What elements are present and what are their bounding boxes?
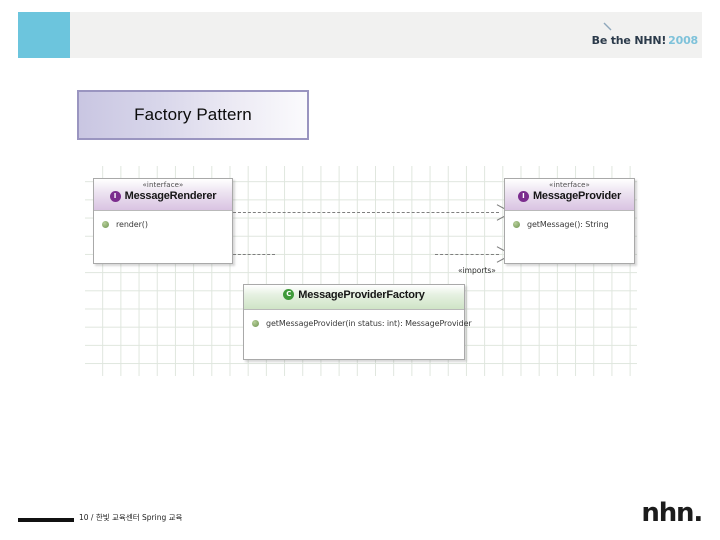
public-member-icon bbox=[252, 319, 259, 327]
connector-factory-stub bbox=[233, 254, 275, 255]
logo-main-text: Be the NHN! bbox=[591, 34, 667, 47]
uml-members-message-provider-factory: getMessageProvider(in status: int): Mess… bbox=[244, 310, 472, 334]
stereotype-label: «interface» bbox=[142, 181, 184, 189]
class-name: MessageProvider bbox=[532, 190, 622, 203]
member-signature: getMessageProvider(in status: int): Mess… bbox=[266, 318, 472, 328]
header-band bbox=[18, 12, 702, 58]
nhn-logo: nhn. bbox=[641, 498, 703, 528]
class-name: MessageRenderer bbox=[124, 190, 217, 203]
uml-member: getMessage(): String bbox=[513, 220, 628, 229]
footer-rule bbox=[18, 518, 74, 522]
interface-badge-icon: I bbox=[517, 190, 529, 202]
page-title: Factory Pattern bbox=[134, 105, 252, 124]
footer-page-info: 10 / 한빛 교육센터 Spring 교육 bbox=[79, 513, 183, 522]
stereotype-label: «interface» bbox=[549, 181, 590, 189]
class-name: MessageProviderFactory bbox=[298, 288, 425, 301]
member-signature: render() bbox=[116, 220, 148, 230]
uml-members-message-provider: getMessage(): String bbox=[505, 211, 634, 235]
arrowhead-renderer-to-provider bbox=[496, 208, 504, 217]
member-signature: getMessage(): String bbox=[527, 220, 609, 230]
uml-member: getMessageProvider(in status: int): Mess… bbox=[252, 319, 472, 328]
arrowhead-factory-to-provider bbox=[496, 250, 504, 259]
logo-year-text: 2008 bbox=[668, 34, 698, 47]
connector-label-imports: «imports» bbox=[458, 266, 496, 275]
interface-badge-icon: I bbox=[109, 190, 121, 202]
uml-member: render() bbox=[102, 220, 226, 229]
slide-title-box: Factory Pattern bbox=[77, 90, 309, 140]
public-member-icon bbox=[513, 221, 520, 229]
connector-renderer-to-provider bbox=[233, 212, 499, 213]
nhn-campaign-logo: Be the NHN!2008 bbox=[591, 34, 699, 47]
slash-tick-icon bbox=[603, 22, 612, 31]
connector-factory-to-provider bbox=[435, 254, 499, 255]
public-member-icon bbox=[102, 221, 109, 229]
header-accent-square bbox=[18, 12, 70, 58]
class-badge-icon: C bbox=[283, 289, 295, 301]
uml-members-message-renderer: render() bbox=[94, 211, 232, 235]
